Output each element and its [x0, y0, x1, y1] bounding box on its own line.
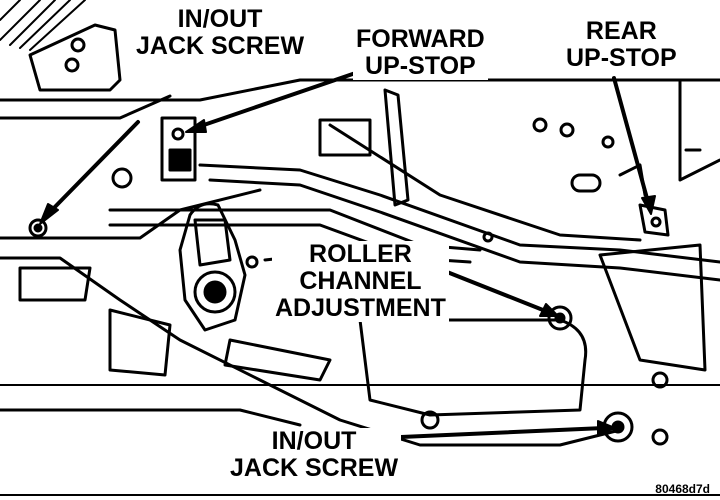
arrowhead-forward-upstop [185, 119, 207, 133]
arrow-jack-screw-bottom [376, 426, 606, 440]
arrow-rear-upstop [612, 76, 650, 204]
label-forward-upstop-line2: UP-STOP [365, 52, 476, 80]
label-jack-screw-top-line1: IN/OUT [177, 5, 263, 33]
label-forward-upstop: FORWARD UP-STOP [353, 26, 488, 80]
label-roller-channel-line2: CHANNEL [299, 267, 422, 295]
label-rear-upstop: REAR UP-STOP [563, 18, 680, 72]
label-rear-upstop-line1: REAR [585, 17, 657, 45]
label-roller-channel-line1: ROLLER [309, 240, 412, 268]
figure-code: 80468d7d [655, 482, 710, 496]
label-jack-screw-top: IN/OUT JACK SCREW [133, 5, 308, 60]
leader-arrows [39, 64, 656, 440]
arrowhead-rear-upstop [641, 195, 656, 215]
label-rear-upstop-line2: UP-STOP [566, 44, 677, 72]
arrowhead-jack-screw-bottom [597, 420, 616, 436]
arrowhead-roller-channel [539, 303, 559, 317]
forward-upstop-assembly [160, 88, 410, 207]
window-glass [0, 0, 86, 51]
label-jack-screw-bottom-line2: JACK SCREW [230, 454, 399, 482]
label-jack-screw-bottom-line1: IN/OUT [271, 427, 357, 455]
fastener-holes [28, 117, 702, 446]
regulator-motor [178, 202, 247, 332]
arrow-roller-channel [435, 266, 550, 314]
label-forward-upstop-line1: FORWARD [356, 25, 485, 53]
label-jack-screw-bottom: IN/OUT JACK SCREW [227, 427, 402, 482]
label-jack-screw-top-line2: JACK SCREW [136, 32, 305, 60]
arrowhead-jack-screw-top [39, 203, 59, 225]
mirror-bracket [28, 23, 122, 92]
label-roller-channel-line3: ADJUSTMENT [275, 294, 446, 322]
label-roller-channel: ROLLER CHANNEL ADJUSTMENT [272, 241, 449, 322]
arrow-jack-screw-top [46, 120, 140, 216]
arrow-forward-upstop [193, 64, 378, 130]
